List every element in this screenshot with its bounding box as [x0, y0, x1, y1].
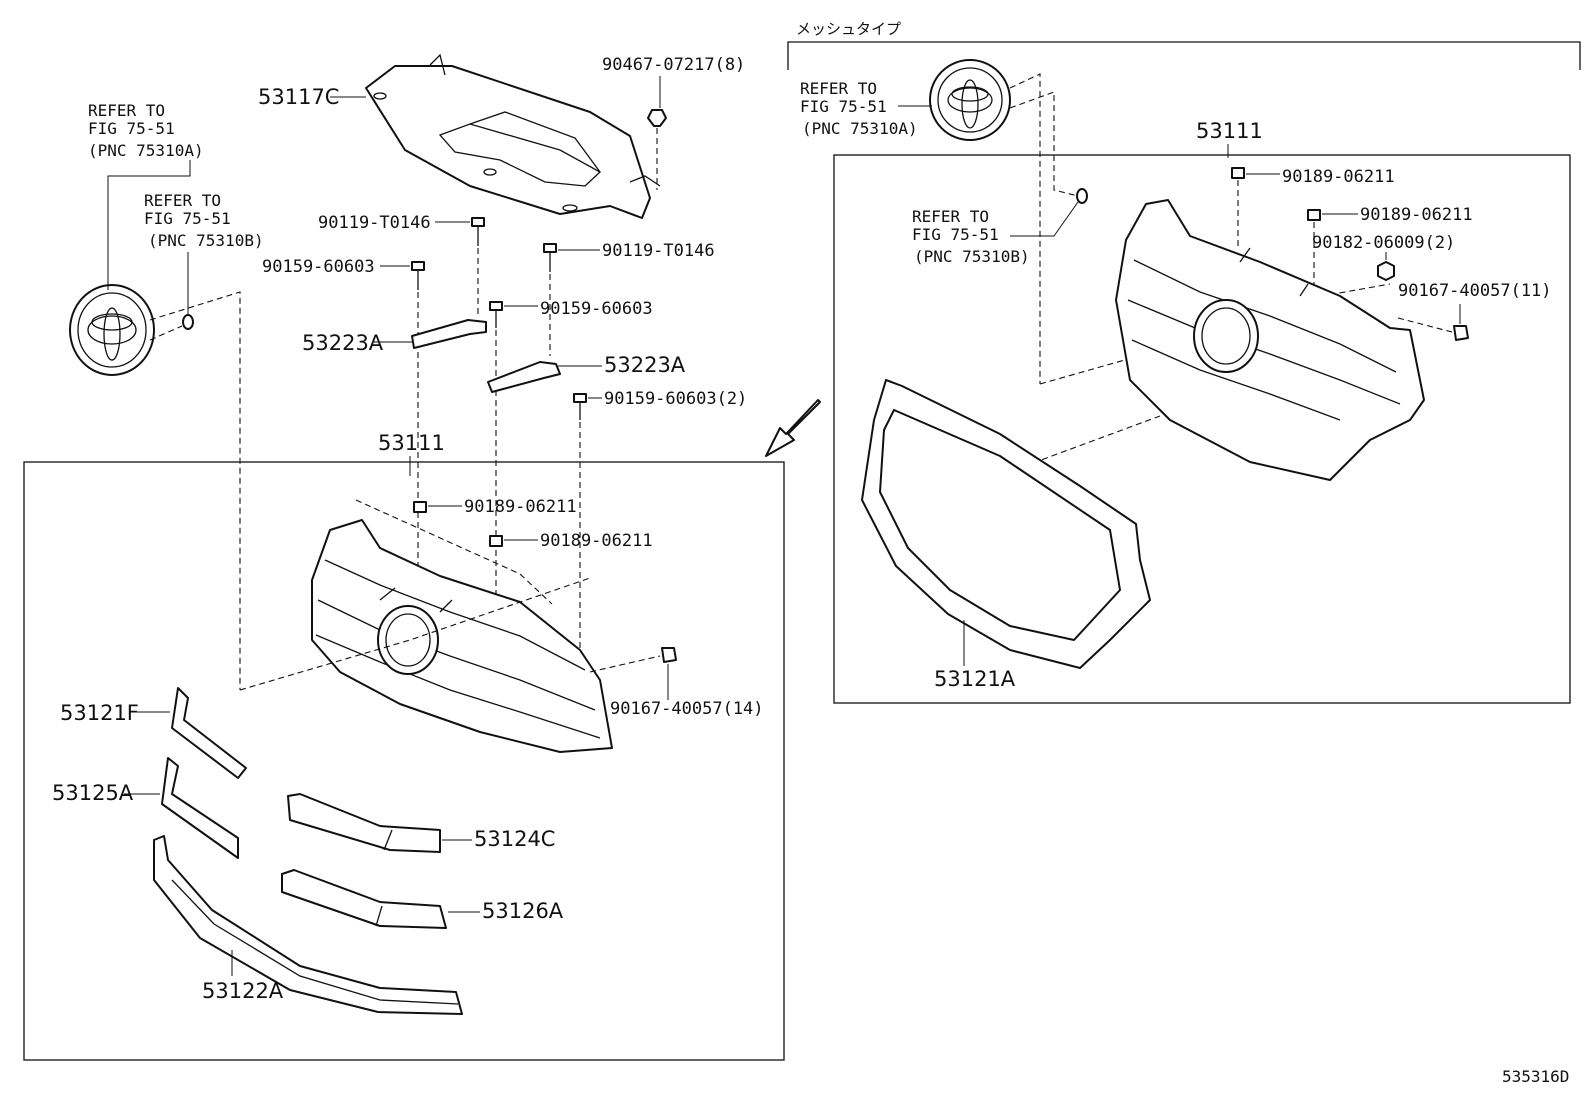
mesh-type-label: メッシュタイプ: [796, 20, 901, 38]
left-emblem-icon: [69, 284, 155, 376]
bolt-90189-c-icon: [1231, 167, 1245, 179]
nut-90182-icon: [1377, 261, 1395, 281]
molding-53121F: [171, 687, 247, 779]
label-90159-c: 90159-60603(2): [604, 389, 747, 409]
ref-left-a-line3: (PNC 75310A): [88, 141, 204, 160]
ref-right-a-line1: REFER TO: [800, 79, 877, 98]
bracket-53223A-a: [411, 319, 487, 349]
left-detail-box: [23, 461, 785, 1061]
molding-53124C: [287, 793, 441, 853]
label-90159-a: 90159-60603: [262, 257, 375, 277]
label-53121F: 53121F: [60, 701, 139, 725]
bolt-90159-c-icon: [573, 393, 587, 420]
ref-left-b-line1: REFER TO: [144, 191, 221, 210]
bolt-90167-left-icon: [661, 647, 677, 663]
bolt-90189-a-icon: [413, 501, 427, 513]
ref-right-a-line2: FIG 75-51: [800, 97, 887, 116]
label-53111-right: 53111: [1196, 119, 1263, 143]
label-53117C: 53117C: [258, 85, 339, 109]
label-90189-b: 90189-06211: [540, 531, 653, 551]
label-90159-b: 90159-60603: [540, 299, 653, 319]
bolt-90119-b-icon: [543, 243, 557, 272]
ref-right-b-line3: (PNC 75310B): [914, 247, 1030, 266]
label-90189-c: 90189-06211: [1282, 167, 1395, 187]
label-53122A: 53122A: [202, 979, 284, 1003]
right-emblem-icon: [929, 59, 1011, 141]
ref-right-b-line1: REFER TO: [912, 207, 989, 226]
label-90467: 90467-07217(8): [602, 55, 745, 75]
upper-cover-53117C: [365, 53, 661, 219]
label-90189-d: 90189-06211: [1360, 205, 1473, 225]
label-90167-left: 90167-40057(14): [610, 699, 764, 719]
ref-left-b-line2: FIG 75-51: [144, 209, 231, 228]
label-53125A: 53125A: [52, 781, 134, 805]
label-53121A: 53121A: [934, 667, 1016, 691]
right-emblem-clip-icon: [1076, 188, 1088, 204]
figure-id: 535316D: [1502, 1067, 1569, 1086]
surround-53121A: [861, 379, 1151, 669]
bolt-90159-a-icon: [411, 261, 425, 290]
label-90182: 90182-06009(2): [1312, 233, 1455, 253]
bracket-53223A-b: [487, 361, 561, 393]
bolt-90189-b-icon: [489, 535, 503, 547]
label-90189-a: 90189-06211: [464, 497, 577, 517]
left-grille-53111: [311, 519, 613, 753]
label-90119-b: 90119-T0146: [602, 241, 715, 261]
clip-90467-icon: [647, 109, 667, 190]
bolt-90159-b-icon: [489, 301, 503, 328]
ref-right-a-line3: (PNC 75310A): [802, 119, 918, 138]
mesh-type-bracket: [787, 41, 1581, 70]
bolt-90119-a-icon: [471, 217, 485, 246]
direction-arrow-icon: [765, 399, 821, 457]
label-90119-a: 90119-T0146: [318, 213, 431, 233]
label-53126A: 53126A: [482, 899, 564, 923]
ref-left-a-line1: REFER TO: [88, 101, 165, 120]
label-90167-right: 90167-40057(11): [1398, 281, 1552, 301]
ref-left-a-line2: FIG 75-51: [88, 119, 175, 138]
bolt-90189-d-icon: [1307, 209, 1321, 221]
molding-53126A: [281, 869, 447, 929]
left-emblem-clip-icon: [182, 314, 194, 330]
label-53223A-b: 53223A: [604, 353, 686, 377]
label-53223A-a: 53223A: [302, 331, 384, 355]
lower-molding-53122A: [153, 835, 463, 1015]
right-grille-53111: [1115, 199, 1425, 481]
label-53124C: 53124C: [474, 827, 555, 851]
molding-53125A: [161, 757, 239, 859]
label-53111-left: 53111: [378, 431, 445, 455]
ref-right-b-line2: FIG 75-51: [912, 225, 999, 244]
ref-left-b-line3: (PNC 75310B): [148, 231, 264, 250]
bolt-90167-right-icon: [1453, 325, 1469, 341]
right-detail-box: [833, 154, 1571, 704]
